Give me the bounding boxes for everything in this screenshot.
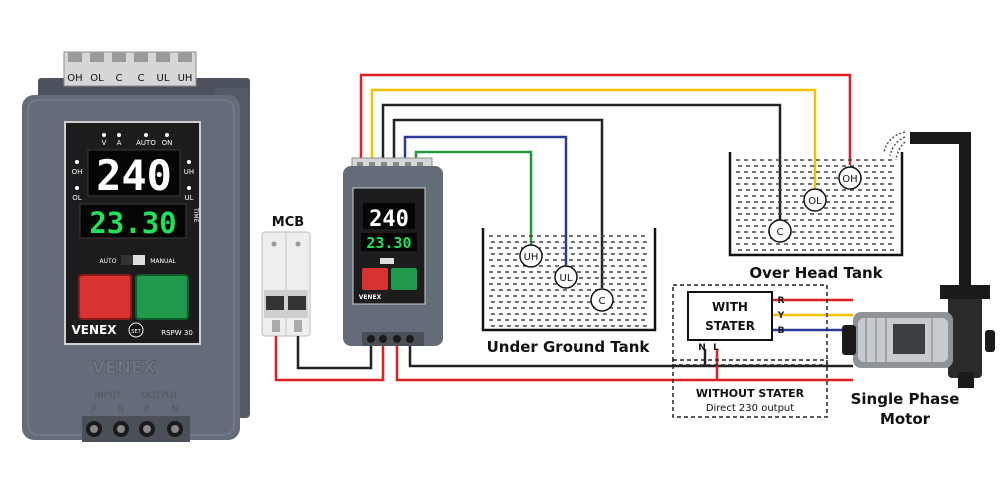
terminal-label: OH xyxy=(67,73,82,84)
set-label: SET xyxy=(131,329,141,335)
wire-red-mcb-in xyxy=(274,336,385,382)
wire-black-c-oh xyxy=(381,103,782,220)
motor-label: Motor xyxy=(880,410,931,428)
probe-label: UH xyxy=(524,252,539,263)
neutral-label: N xyxy=(698,343,706,353)
probe-label: UL xyxy=(560,273,573,284)
without-stater-label: WITHOUT STATER xyxy=(696,387,805,400)
io-pin: N xyxy=(118,405,125,415)
probe-ul xyxy=(554,265,578,289)
overhead-tank-label: Over Head Tank xyxy=(749,264,883,282)
without-stater-outline xyxy=(672,359,828,418)
time-display: 23.30 xyxy=(89,206,176,240)
terminal-label: UH xyxy=(178,73,193,84)
probe-label: C xyxy=(599,296,606,307)
io-pin: P xyxy=(144,405,150,415)
wire-black-mcb-in xyxy=(296,336,373,370)
input-label: INPUT xyxy=(95,391,122,401)
wire-black-c-ug xyxy=(392,118,604,288)
small-stop-button[interactable] xyxy=(362,268,388,290)
embossed-brand: VENEX xyxy=(92,358,156,378)
overhead-tank: OH OL C Over Head Tank xyxy=(728,152,904,282)
indicator-label: ON xyxy=(162,139,173,147)
brand-logo: VENEX xyxy=(72,323,118,337)
big-controller: OH OL C C UL UH V A AUTO ON OH OL UH UL xyxy=(22,51,250,442)
probe-ol xyxy=(803,188,827,212)
small-brand-logo: VENEX xyxy=(359,294,382,301)
underground-tank-label: Under Ground Tank xyxy=(487,338,651,356)
set-button[interactable] xyxy=(128,322,144,338)
wire-red-out xyxy=(395,346,853,382)
indicator-label: AUTO xyxy=(136,139,156,147)
start-button[interactable] xyxy=(135,274,189,320)
side-label-uh: UH xyxy=(184,168,194,176)
phase-label-b: B xyxy=(778,326,785,336)
model-label: RSPW 30 xyxy=(161,329,193,337)
mcb-toggle[interactable] xyxy=(288,296,306,310)
terminal-label: UL xyxy=(157,73,170,84)
stop-button[interactable] xyxy=(78,274,132,320)
terminal-label: OL xyxy=(90,73,104,84)
time-label: TIME xyxy=(192,207,199,223)
line-label: L xyxy=(713,343,719,353)
small-time-display: 23.30 xyxy=(366,234,411,252)
small-start-button[interactable] xyxy=(391,268,417,290)
motor-pump-head xyxy=(948,288,982,378)
probe-uh xyxy=(519,244,543,268)
side-label-ol: OL xyxy=(72,194,82,202)
switch-label-manual: MANUAL xyxy=(150,258,176,265)
probe-c-underground xyxy=(590,288,614,312)
side-label-ul: UL xyxy=(184,194,193,202)
motor-label: Single Phase xyxy=(851,390,960,408)
probe-label: C xyxy=(777,227,784,238)
mcb-toggle[interactable] xyxy=(266,296,284,310)
underground-tank-outline xyxy=(481,228,657,332)
probe-oh xyxy=(838,166,862,190)
stater-box xyxy=(687,291,773,341)
underground-tank: UH UL C Under Ground Tank xyxy=(481,228,657,356)
io-pin: P xyxy=(91,405,97,415)
with-stater-label: STATER xyxy=(705,319,755,333)
wire-green-uh xyxy=(414,150,533,245)
overhead-tank-outline xyxy=(728,152,904,257)
io-pin: N xyxy=(172,405,179,415)
delivery-pipe xyxy=(883,131,971,290)
small-voltage-display: 240 xyxy=(369,207,409,232)
wires xyxy=(274,73,853,382)
single-phase-motor: Single Phase Motor xyxy=(842,285,995,428)
wire-blue-ul xyxy=(403,135,568,265)
voltage-display: 240 xyxy=(96,151,172,200)
with-stater-outline xyxy=(672,284,828,366)
switch-label-auto: AUTO xyxy=(100,258,117,265)
terminal-label: C xyxy=(138,73,145,84)
direct-output-label: Direct 230 output xyxy=(706,403,794,414)
terminal-label: C xyxy=(116,73,123,84)
terminal-block xyxy=(63,51,197,87)
output-label: OUTPUT xyxy=(142,391,179,401)
indicator-label: V xyxy=(102,139,107,147)
with-stater-label: WITH xyxy=(712,300,748,314)
probe-label: OH xyxy=(842,174,857,185)
small-controller: 240 23.30 VENEX xyxy=(343,157,443,346)
mcb: MCB xyxy=(261,215,311,337)
phase-label-r: R xyxy=(778,296,785,306)
indicator-label: A xyxy=(117,139,122,147)
stater-section: WITH STATER R Y B N L WITHOUT STATER Dir… xyxy=(672,284,828,418)
probe-c-overhead xyxy=(768,219,792,243)
output-terminals xyxy=(82,416,190,442)
side-label-oh: OH xyxy=(72,168,83,176)
probe-label: OL xyxy=(808,196,822,207)
phase-label-y: Y xyxy=(777,311,785,321)
wire-yellow-ol xyxy=(370,88,817,188)
mcb-label: MCB xyxy=(272,215,304,230)
wire-red-oh xyxy=(359,73,852,165)
overhead-water xyxy=(736,159,894,251)
